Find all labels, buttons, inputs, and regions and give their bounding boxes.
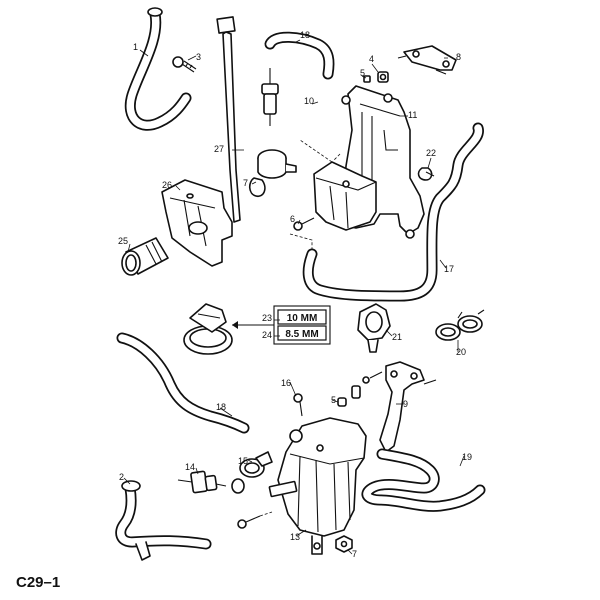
part-15-screw [293, 393, 303, 417]
callout-13: 14 [185, 462, 195, 472]
callout-23: 23 [262, 313, 272, 323]
part-16-hose [302, 122, 484, 302]
part-screw-lower [237, 515, 261, 529]
callout-10: 10 [304, 96, 314, 106]
callout-19: 19 [462, 452, 472, 462]
callout-7-lower: 7 [352, 549, 357, 559]
part-20-clamps [435, 309, 485, 341]
callout-1: 1 [133, 42, 138, 52]
callout-24: 24 [262, 330, 272, 340]
part-18-hose [264, 31, 335, 80]
size-table: 10 MM 8.5 MM [232, 305, 331, 345]
size-24-value: 8.5 MM [285, 329, 318, 340]
callout-20: 20 [456, 347, 466, 357]
part-23-24-hose-clamp [183, 303, 233, 355]
part-reservoir-upper [313, 161, 377, 231]
callout-5-lower: 5 [331, 395, 336, 405]
part-7-nut-lower [335, 535, 353, 553]
part-19-hose [361, 448, 486, 512]
part-vacuum-valve [261, 68, 279, 126]
part-4-5-fasteners [363, 71, 389, 83]
figure-id: C29–1 [16, 574, 61, 591]
part-8-bracket [397, 45, 457, 75]
callout-labels: 1 3 18 4 5 8 10 11 27 22 7 26 6 25 17 23… [118, 30, 472, 559]
callout-7-upper: 7 [243, 178, 248, 188]
part-25-grommet [121, 237, 169, 276]
part-13-valve [177, 470, 227, 494]
part-2-hose [115, 480, 212, 561]
callout-26: 26 [162, 180, 172, 190]
part-12-reservoir [268, 417, 367, 555]
callout-6: 6 [290, 214, 295, 224]
part-21-clip [357, 303, 391, 353]
callout-16: 17 [444, 264, 454, 274]
part-9-bracket [379, 361, 437, 453]
callout-17: 18 [216, 402, 226, 412]
part-1-hose [124, 7, 192, 131]
callout-27: 27 [214, 144, 224, 154]
callout-21: 21 [392, 332, 402, 342]
callout-5-upper: 5 [360, 68, 365, 78]
callout-15: 16 [281, 378, 291, 388]
part-7-clamp-upper [248, 149, 297, 198]
part-3-screw [172, 56, 197, 73]
part-26-bracket [161, 179, 233, 267]
callout-11: 11 [408, 110, 417, 120]
callout-4: 4 [369, 54, 374, 64]
size-23-value: 10 MM [287, 313, 318, 324]
part-22-clip [417, 167, 435, 181]
callout-14: 15 [238, 456, 248, 466]
part-5-lower-fastener [337, 385, 361, 407]
callout-2: 2 [119, 472, 124, 482]
callout-18: 18 [300, 30, 310, 40]
part-27-cable-tie [216, 16, 241, 223]
callout-9: 9 [403, 399, 408, 409]
callout-3: 3 [196, 52, 201, 62]
part-14-clamp [231, 451, 273, 494]
part-screw-lower-right [362, 371, 383, 384]
callout-25: 25 [118, 236, 128, 246]
callout-22: 22 [426, 148, 436, 158]
part-6-screw [293, 217, 315, 231]
callout-8: 8 [456, 52, 461, 62]
callout-12: 13 [290, 532, 300, 542]
leader-lines [123, 39, 465, 555]
part-17-hose [116, 332, 250, 434]
